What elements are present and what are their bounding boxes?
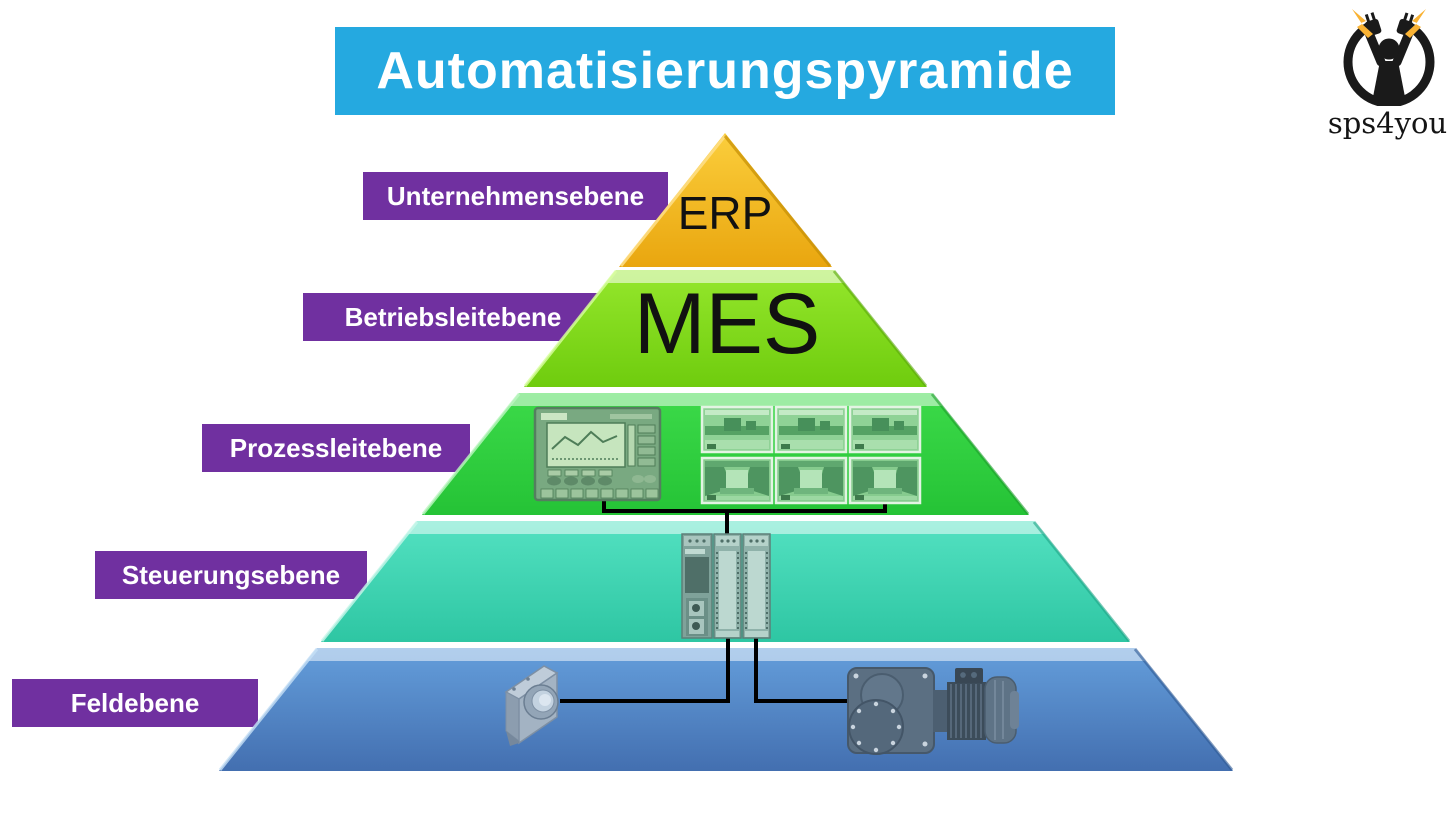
level-label-steuerungsebene: Steuerungsebene	[95, 551, 367, 599]
plc-icon	[681, 533, 771, 639]
mes-band	[524, 270, 927, 387]
level-mes: MES	[523, 270, 928, 387]
erp-triangle	[619, 133, 832, 267]
sensor-icon	[504, 665, 559, 746]
sensor-line	[560, 636, 730, 703]
level-erp: ERP	[619, 133, 832, 267]
level-label-feldebene: Feldebene	[12, 679, 258, 727]
cctv-monitor-icon	[700, 456, 774, 505]
level-label-betriebsleitebene: Betriebsleitebene	[303, 293, 603, 341]
erp-label: ERP	[678, 187, 773, 239]
motor-line	[754, 636, 852, 703]
cctv-monitor-icon	[774, 405, 848, 454]
level-label-text: Betriebsleitebene	[344, 301, 562, 332]
sps4you-logo: sps4you	[1326, 2, 1449, 144]
page-title: Automatisierungspyramide	[335, 27, 1115, 115]
level-label-unternehmensebene: Unternehmensebene	[363, 172, 668, 220]
gear-motor-icon	[847, 667, 1019, 755]
sps4you-logo-icon	[1343, 9, 1435, 108]
level-label-text: Unternehmensebene	[386, 180, 645, 211]
hmi-panel-icon	[533, 406, 662, 502]
mes-label: MES	[634, 276, 820, 372]
cctv-monitor-icon	[848, 456, 922, 505]
level-label-prozessleitebene: Prozessleitebene	[202, 424, 470, 472]
cctv-monitor-icon	[700, 405, 774, 454]
level-label-text: Prozessleitebene	[229, 432, 443, 463]
connection-lines	[560, 497, 887, 703]
cctv-monitor-icon	[774, 456, 848, 505]
level-label-text: Feldebene	[70, 687, 200, 718]
lightning-bolt-icon	[1352, 9, 1426, 38]
cctv-monitor-icon	[848, 405, 922, 454]
scada-bus-line	[602, 497, 887, 513]
sps4you-logo-text: sps4you	[1327, 106, 1448, 140]
level-label-text: Steuerungsebene	[121, 559, 341, 590]
